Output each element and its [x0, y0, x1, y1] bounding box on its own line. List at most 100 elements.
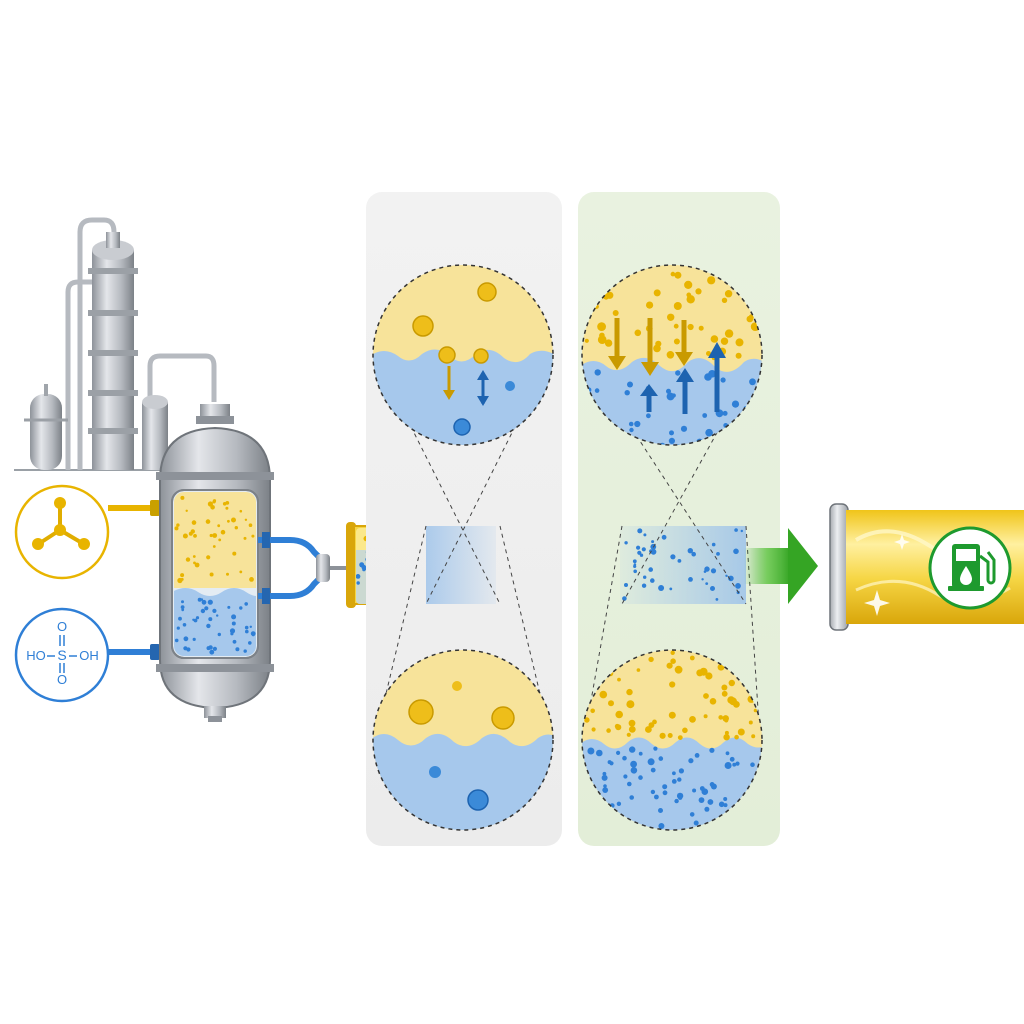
organic-droplet [707, 276, 716, 285]
organic-droplet [597, 322, 606, 331]
acid-droplet [723, 803, 728, 808]
acid-droplet [195, 616, 200, 620]
organic-droplet [648, 722, 655, 728]
acid-droplet [677, 559, 682, 563]
zoom-high-mixing-settled [581, 649, 763, 831]
acid-droplet [716, 552, 720, 556]
acid-droplet [722, 410, 728, 416]
acid-droplet [666, 388, 671, 394]
acid-droplet [209, 649, 215, 655]
hydrocarbon-badge [14, 484, 110, 580]
organic-droplet [222, 502, 227, 506]
organic-droplet [724, 290, 733, 298]
organic-droplet [710, 335, 719, 343]
organic-droplet [699, 667, 708, 676]
acid-droplet [602, 771, 607, 776]
acid-droplet [633, 569, 637, 574]
acid-droplet [646, 413, 651, 419]
acid-droplet [630, 767, 638, 774]
acid-droplet [235, 647, 240, 652]
organic-droplet [724, 329, 734, 338]
acid-droplet [227, 605, 231, 609]
organic-droplet [735, 338, 744, 347]
acid-droplet [181, 600, 184, 604]
organic-droplet [599, 690, 608, 699]
organic-droplet [718, 715, 723, 720]
organic-droplet [682, 727, 688, 734]
organic-droplet [677, 735, 683, 740]
organic-droplet [689, 716, 696, 723]
organic-droplet [668, 711, 676, 719]
organic-droplet [628, 719, 636, 727]
acid-droplet [637, 550, 642, 555]
organic-droplet [251, 534, 255, 538]
reactor-vessel-icon [156, 404, 356, 722]
acid-droplet [705, 582, 709, 585]
organic-droplet [584, 717, 590, 723]
acid-droplet [212, 608, 217, 614]
organic-droplet [703, 693, 709, 699]
organic-droplet [646, 301, 654, 309]
acid-droplet [248, 641, 252, 645]
acid-droplet [694, 753, 700, 758]
organic-droplet [667, 733, 673, 738]
organic-droplet [659, 732, 666, 739]
organic-droplet [723, 734, 730, 741]
organic-droplet [239, 570, 243, 574]
acid-droplet [704, 566, 710, 572]
acid-droplet [176, 626, 180, 630]
organic-droplet [190, 529, 195, 534]
acid-formula-left: HO [26, 648, 46, 663]
organic-droplet [733, 701, 740, 708]
acid-droplet [200, 608, 206, 614]
organic-droplet [191, 520, 197, 525]
acid-droplet [637, 528, 643, 534]
acid-droplet [643, 575, 647, 579]
acid-droplet [704, 806, 710, 812]
acid-droplet [627, 381, 633, 388]
acid-droplet [678, 795, 683, 800]
fuel-pump-icon [948, 544, 996, 591]
organic-droplet [212, 545, 216, 548]
product-tank [829, 503, 1024, 631]
organic-droplet [206, 555, 211, 560]
organic-droplet [653, 289, 661, 297]
acid-droplet [705, 428, 713, 437]
acid-droplet [691, 551, 696, 557]
acid-droplet [650, 578, 655, 583]
acid-droplet [596, 749, 603, 757]
organic-droplet [239, 509, 243, 513]
acid-formula-o-bottom: O [57, 672, 67, 687]
acid-droplet [633, 563, 637, 566]
acid-droplet [709, 747, 715, 753]
organic-droplet [724, 730, 729, 735]
acid-droplet [687, 548, 693, 554]
organic-droplet [748, 720, 753, 725]
organic-droplet [604, 339, 613, 347]
acid-droplet [622, 596, 627, 601]
organic-droplet [176, 523, 180, 527]
acid-droplet [725, 751, 730, 756]
organic-droplet [617, 677, 621, 682]
acid-droplet [749, 378, 756, 386]
acid-droplet [689, 812, 695, 817]
acid-droplet [217, 632, 221, 637]
organic-droplet [737, 728, 745, 736]
organic-droplet [669, 681, 676, 688]
organic-droplet [212, 500, 216, 504]
acid-droplet [192, 637, 196, 642]
organic-droplet [628, 726, 636, 733]
organic-droplet [217, 524, 221, 528]
acid-droplet [723, 797, 728, 801]
acid-droplet [639, 553, 644, 557]
acid-droplet [724, 762, 732, 769]
acid-droplet [231, 614, 237, 620]
acid-droplet [650, 548, 657, 555]
organic-droplet [209, 533, 213, 538]
organic-droplet [192, 555, 196, 558]
acid-droplet [231, 621, 236, 626]
organic-droplet [615, 724, 622, 731]
organic-droplet [698, 325, 704, 331]
acid-droplet [647, 758, 655, 766]
organic-droplet [673, 338, 680, 345]
